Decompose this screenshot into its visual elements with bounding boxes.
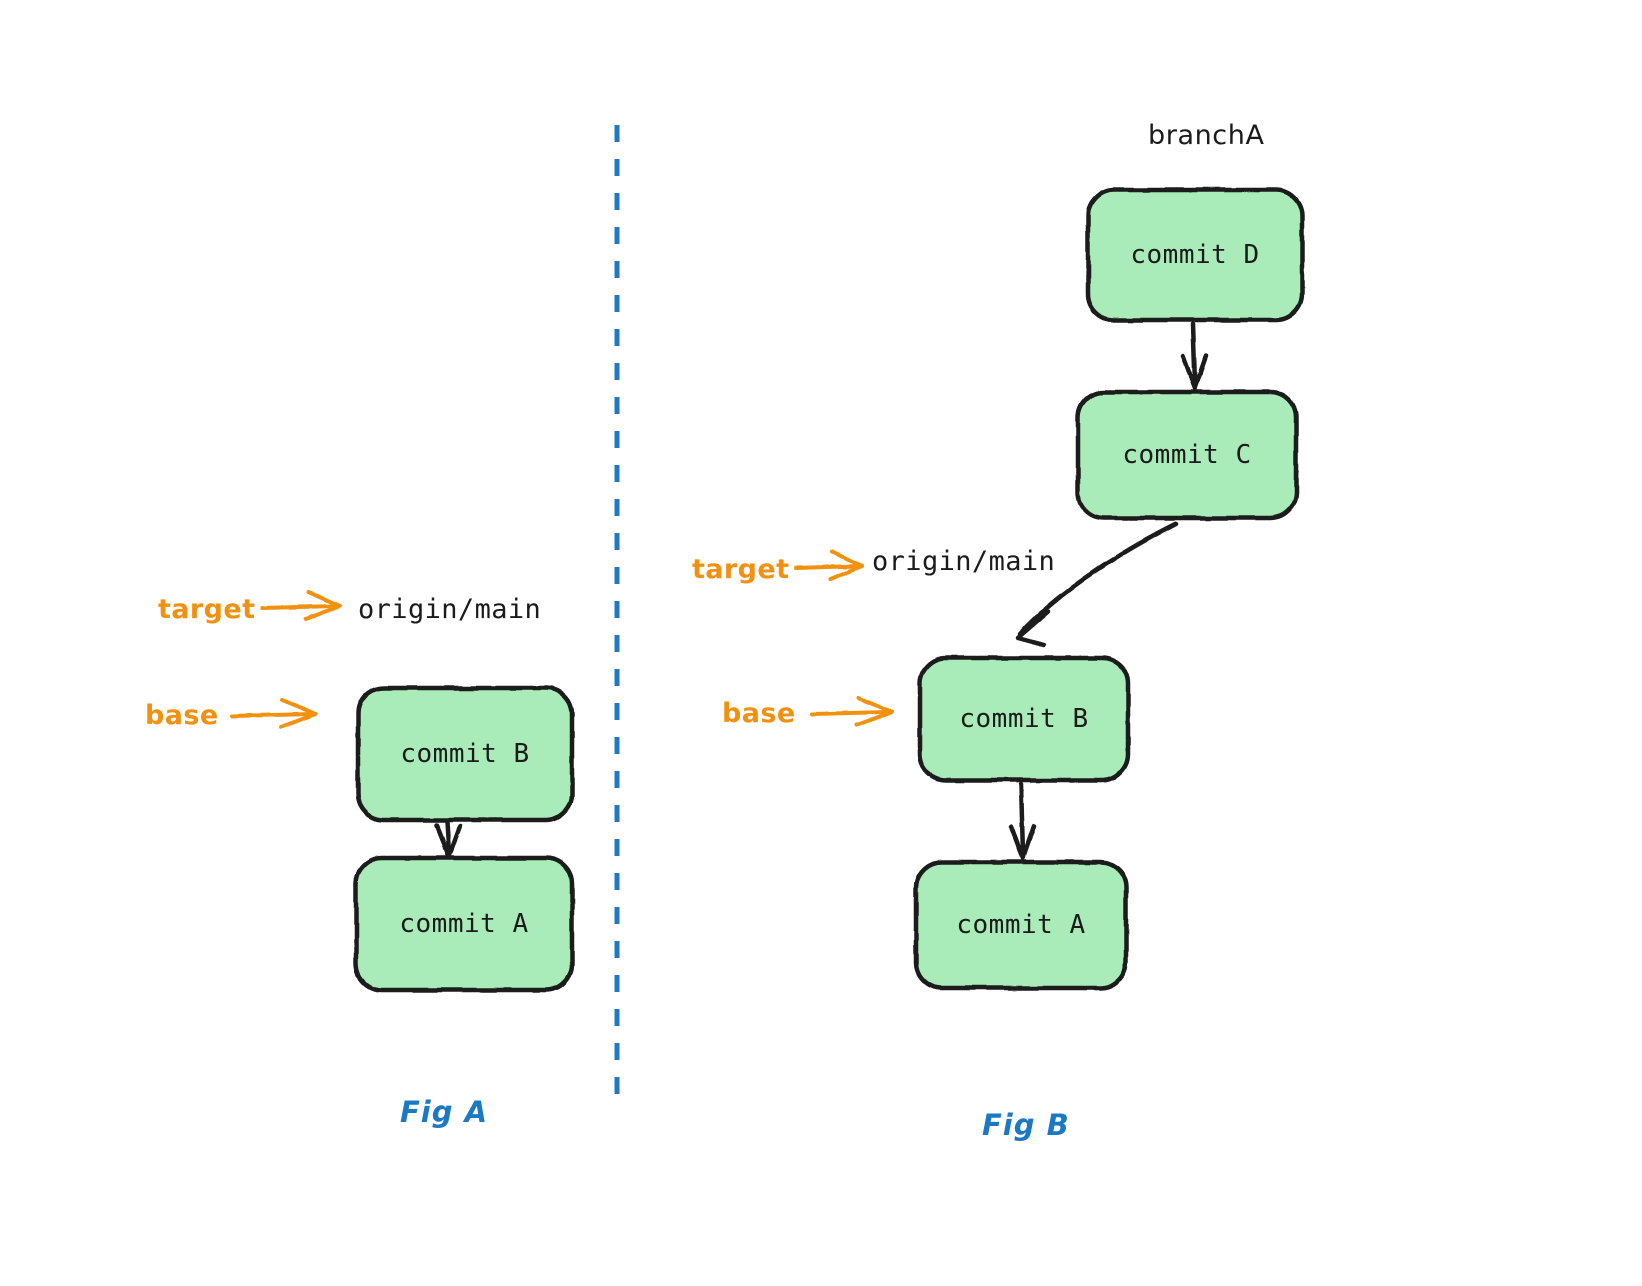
fig-b-node-commit-b[interactable]: commit B (920, 658, 1128, 780)
fig-b-annotation-arrow-base (810, 696, 894, 727)
fig-a-node-commit-b-shape (355, 685, 575, 823)
fig-b-annotation-target-label: target (692, 554, 790, 585)
fig-a-node-commit-b-label: commit B (400, 739, 530, 769)
fig-b-node-commit-c[interactable]: commit C (1078, 392, 1296, 518)
fig-a-ref-origin-main: origin/main (358, 594, 542, 625)
fig-b-node-commit-a[interactable]: commit A (916, 862, 1126, 988)
fig-b-node-commit-a-label: commit A (956, 910, 1086, 940)
fig-a-annotation-arrow-target (260, 590, 342, 621)
fig-b-node-commit-d[interactable]: commit D (1088, 190, 1302, 320)
fig-b-caption: Fig B (982, 1108, 1070, 1142)
fig-b-ref-origin-main: origin/main (872, 546, 1056, 577)
fig-b-node-commit-d-label: commit D (1130, 240, 1260, 270)
fig-a-node-commit-a[interactable]: commit A (356, 858, 572, 990)
fig-b-node-commit-c-label: commit C (1122, 440, 1252, 470)
fig-b-annotation-base-label: base (722, 698, 796, 729)
fig-a-node-commit-a-label: commit A (399, 909, 529, 939)
fig-b-annotation-arrow-target (794, 550, 864, 581)
fig-b-node-commit-a-shape (913, 859, 1129, 991)
fig-a-caption: Fig A (400, 1095, 489, 1129)
fig-b-node-commit-c-shape (1075, 389, 1299, 521)
fig-a-annotation-base-label: base (145, 700, 219, 731)
fig-a-annotation-target-label: target (158, 594, 256, 625)
fig-b-node-commit-b-label: commit B (959, 704, 1089, 734)
fig-a-edge-b-to-a (434, 819, 463, 859)
fig-b-edge-d-to-c (1180, 321, 1209, 391)
fig-b-node-commit-d-shape (1085, 187, 1305, 323)
fig-b-edge-c-to-b (1015, 521, 1179, 648)
fig-b-node-commit-b-shape (917, 655, 1131, 783)
fig-a-node-commit-b[interactable]: commit B (358, 688, 572, 820)
fig-b-edge-b-to-a (1008, 781, 1037, 861)
fig-a-annotation-arrow-base (230, 698, 318, 729)
fig-b-ref-brancha: branchA (1148, 120, 1265, 151)
fig-a-node-commit-a-shape (353, 855, 575, 993)
